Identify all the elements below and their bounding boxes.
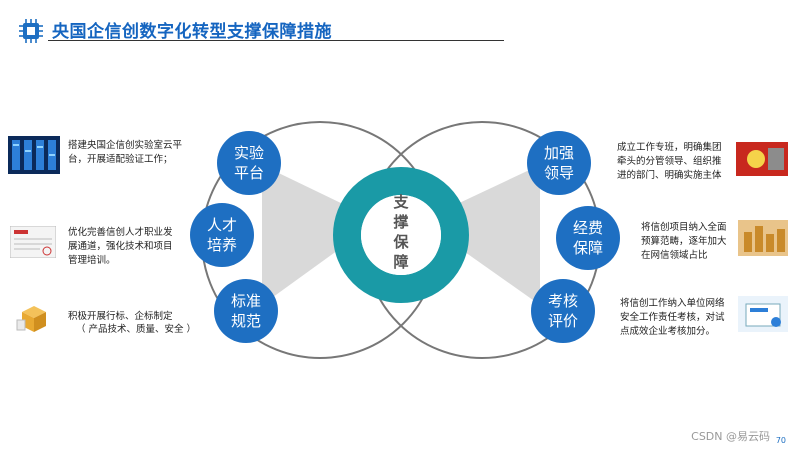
desc-lab-platform: 搭建央国企信创实验室云平 台，开展适配验证工作； xyxy=(68,140,183,165)
desc-standards-note: （ 产品技术、质量、安全 ） xyxy=(76,324,197,335)
center-fill xyxy=(361,195,441,275)
desc-talent: 优化完善信创人才职业发 展通道，强化技术和项目 管理培训。 xyxy=(68,227,173,266)
right-wedge xyxy=(455,165,540,305)
assessment-image xyxy=(738,296,788,332)
center-char: 保 xyxy=(393,233,409,251)
page-number: 70 xyxy=(775,436,786,445)
circle-standards: 标准 规范 xyxy=(214,279,278,343)
center-ring xyxy=(333,167,469,303)
center-char: 支 xyxy=(393,193,409,211)
desc-standards: 积极开展行标、企标制定 xyxy=(68,311,173,322)
center-char: 撑 xyxy=(393,213,409,231)
desc-evaluation: 将信创工作纳入单位网络 安全工作责任考核，对试 点成效企业考核加分。 xyxy=(620,298,725,337)
desc-funding: 将信创项目纳入全面 预算范畴，逐年加大 在网信领域占比 xyxy=(641,222,727,261)
circle-funding: 经费 保障 xyxy=(556,206,620,270)
circle-leadership: 加强 领导 xyxy=(527,131,591,195)
page-title: 央国企信创数字化转型支撑保障措施 xyxy=(52,22,332,42)
boxes-icon xyxy=(16,306,46,332)
certificate-image xyxy=(10,226,56,258)
chip-icon xyxy=(19,19,43,43)
server-room-image xyxy=(8,136,60,174)
circle-lab-platform: 实验 平台 xyxy=(217,131,281,195)
circle-evaluation: 考核 评价 xyxy=(531,279,595,343)
desc-leadership: 成立工作专班，明确集团 牵头的分管领导、组织推 进的部门、明确实施主体 xyxy=(617,142,722,181)
center-char: 障 xyxy=(393,253,409,271)
center-label: 支 撑 保 障 xyxy=(387,192,415,272)
coins-image xyxy=(738,220,788,256)
left-wedge xyxy=(262,165,345,305)
title-underline xyxy=(48,40,504,41)
watermark: CSDN @易云码 xyxy=(691,430,770,443)
party-emblem-image xyxy=(736,142,788,176)
circle-talent: 人才 培养 xyxy=(190,203,254,267)
